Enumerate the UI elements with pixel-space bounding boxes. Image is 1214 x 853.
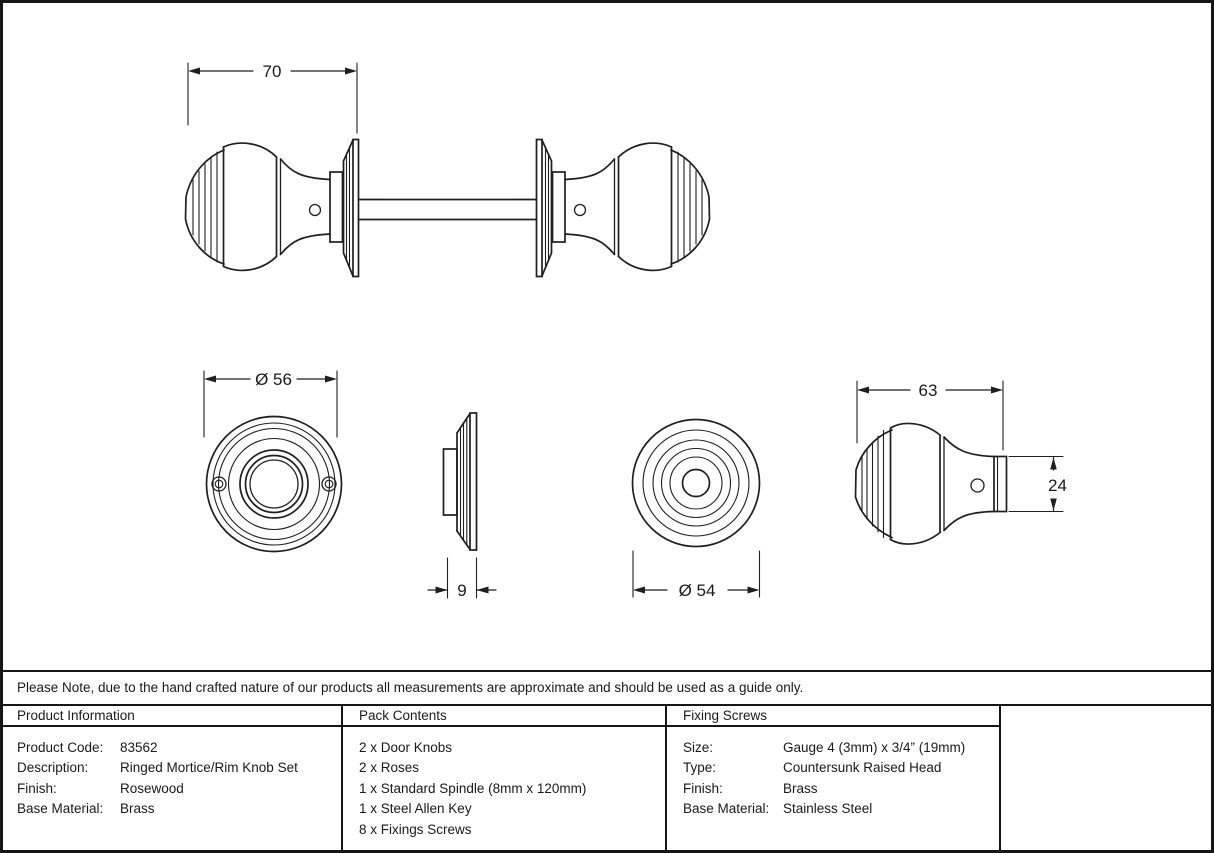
dim-label-knob-face-diameter: Ø 54 xyxy=(679,581,716,600)
list-item: 2 x Door Knobs xyxy=(359,740,453,755)
header-fixing-screws: Fixing Screws xyxy=(683,708,768,723)
dimension-stem-diameter: 24 xyxy=(1008,455,1067,513)
field-label: Base Material: xyxy=(683,801,770,817)
list-item: 1 x Steel Allen Key xyxy=(359,801,472,817)
dimension-rose-depth: 9 xyxy=(427,557,497,600)
screw-hole-right xyxy=(321,476,337,492)
header-pack-contents: Pack Contents xyxy=(359,708,447,723)
door-knob-right xyxy=(535,138,711,278)
table-row: Product Code: 83562 xyxy=(17,738,298,758)
door-knob-left xyxy=(184,138,360,278)
field-value: Ringed Mortice/Rim Knob Set xyxy=(120,760,298,776)
dim-label-stem-diameter: 24 xyxy=(1048,476,1067,495)
dim-label-rose-depth: 9 xyxy=(457,581,466,600)
field-value: Brass xyxy=(120,801,155,817)
header-product-information: Product Information xyxy=(17,708,135,723)
field-value: 83562 xyxy=(120,740,158,755)
dimension-knob-face-diameter: Ø 54 xyxy=(632,550,761,600)
table-row: Description: Ringed Mortice/Rim Knob Set xyxy=(17,758,298,778)
table-row: Type: Countersunk Raised Head xyxy=(683,758,965,778)
table-top-rule xyxy=(0,670,1214,672)
table-row: Size: Gauge 4 (3mm) x 3/4” (19mm) xyxy=(683,738,965,758)
field-value: Brass xyxy=(783,780,818,796)
knob-front-view: Ø 54 xyxy=(631,418,761,600)
column-divider-3 xyxy=(999,704,1001,853)
pack-contents-cell: 2 x Door Knobs 2 x Roses 1 x Standard Sp… xyxy=(359,738,586,840)
field-value: Countersunk Raised Head xyxy=(783,760,942,776)
field-label: Base Material: xyxy=(17,801,104,817)
table-row: Base Material: Brass xyxy=(17,799,298,819)
empty-cell xyxy=(1001,706,1211,850)
field-label: Product Code: xyxy=(17,740,104,755)
screw-hole-left xyxy=(211,476,227,492)
dimension-knob-length: 63 xyxy=(856,380,1004,451)
spindle xyxy=(357,198,538,221)
rose-side-view: 9 xyxy=(427,412,497,600)
dimension-knob-set-width: 70 xyxy=(187,62,358,134)
rose-front-view: Ø 56 xyxy=(203,370,343,553)
field-label: Size: xyxy=(683,740,714,755)
technical-drawing-canvas: 70 xyxy=(184,62,1067,600)
fixing-screws-cell: Size: Gauge 4 (3mm) x 3/4” (19mm) Type: … xyxy=(683,738,965,820)
knob-side-view: 63 24 xyxy=(854,380,1067,545)
product-information-cell: Product Code: 83562 Description: Ringed … xyxy=(17,738,298,820)
dim-label-knob-set-width: 70 xyxy=(263,62,282,81)
measurement-disclaimer-note: Please Note, due to the hand crafted nat… xyxy=(17,680,804,695)
list-item: 8 x Fixings Screws xyxy=(359,821,472,837)
note-bottom-rule xyxy=(0,704,1214,706)
field-label: Finish: xyxy=(17,780,57,796)
table-row: Finish: Rosewood xyxy=(17,779,298,799)
list-item: 1 x Standard Spindle (8mm x 120mm) xyxy=(359,780,587,796)
field-value: Rosewood xyxy=(120,780,184,796)
field-label: Type: xyxy=(683,760,717,776)
dim-label-knob-length: 63 xyxy=(919,381,938,400)
column-divider-1 xyxy=(341,704,343,853)
header-bottom-rule xyxy=(0,725,1001,727)
field-label: Finish: xyxy=(683,780,723,796)
list-item: 2 x Roses xyxy=(359,760,420,776)
dimension-rose-diameter: Ø 56 xyxy=(203,370,338,438)
knob-set-assembly-drawing: 70 xyxy=(184,62,711,278)
field-value: Stainless Steel xyxy=(783,801,873,817)
table-row: Base Material: Stainless Steel xyxy=(683,799,965,819)
field-label: Description: xyxy=(17,760,89,776)
table-row: Finish: Brass xyxy=(683,779,965,799)
dim-label-rose-diameter: Ø 56 xyxy=(255,370,292,389)
column-divider-2 xyxy=(665,704,667,853)
field-value: Gauge 4 (3mm) x 3/4” (19mm) xyxy=(783,740,966,755)
